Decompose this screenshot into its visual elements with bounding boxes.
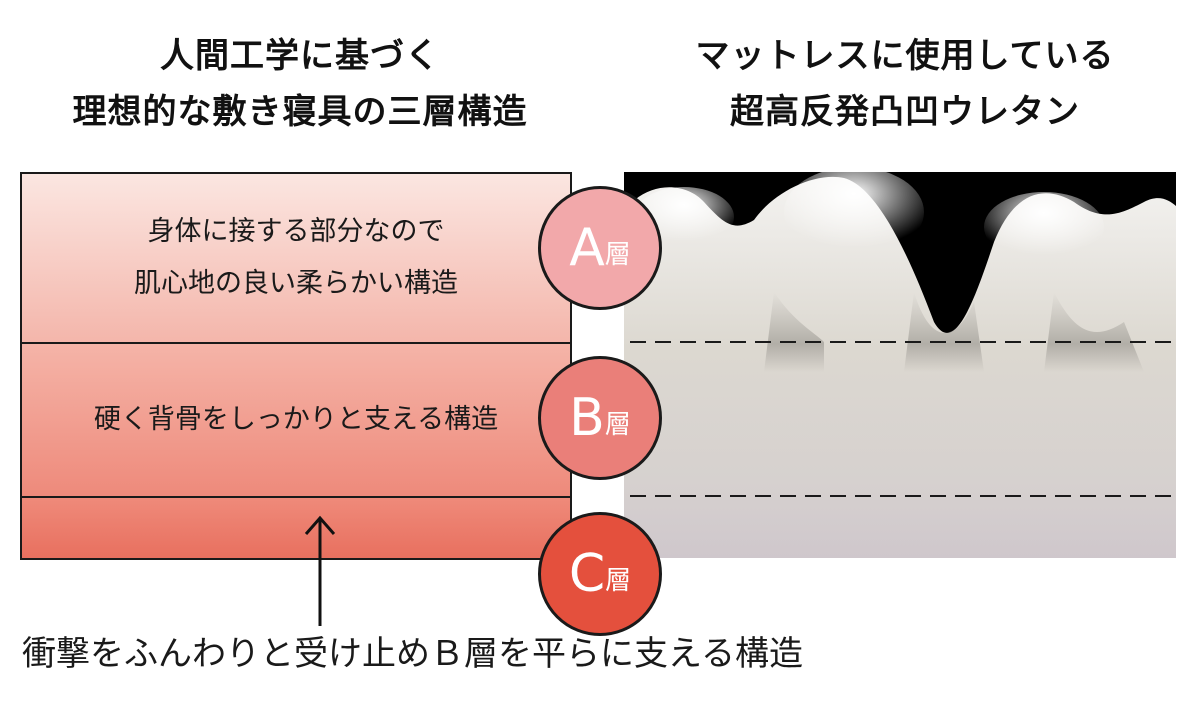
right-heading-line-2: 超高反発凸凹ウレタン (730, 92, 1080, 132)
right-heading: マットレスに使用している 超高反発凸凹ウレタン (620, 28, 1190, 140)
foam-valley-shadow-mid (904, 292, 984, 372)
layer-c-badge-suffix: 層 (605, 566, 632, 596)
up-arrow-icon (304, 515, 336, 626)
foam-peak-highlight (984, 192, 1104, 262)
right-heading-line-1: マットレスに使用している (695, 36, 1115, 76)
foam-photo (624, 172, 1176, 558)
foam-peak-highlight (784, 172, 924, 257)
layer-b-box: 硬く背骨をしっかりと支える構造 (20, 342, 572, 498)
layer-b-badge-letter: B (569, 388, 605, 448)
layer-a-badge-letter: A (569, 218, 605, 278)
left-heading-line-2: 理想的な敷き寝具の三層構造 (72, 92, 528, 132)
layer-c-box (20, 496, 572, 560)
layer-a-badge-suffix: 層 (604, 240, 631, 270)
foam-body (624, 176, 1176, 558)
layer-c-badge-letter: C (568, 544, 606, 604)
left-heading-line-1: 人間工学に基づく (160, 36, 440, 76)
left-heading: 人間工学に基づく 理想的な敷き寝具の三層構造 (20, 28, 580, 140)
foam-valley-shadow-left (764, 292, 824, 372)
layer-a-text-line-1: 身体に接する部分なので (147, 216, 445, 247)
layer-a-text-line-2: 肌心地の良い柔らかい構造 (134, 268, 458, 299)
layer-a-box: 身体に接する部分なので 肌心地の良い柔らかい構造 (20, 172, 572, 344)
layer-c-caption: 衝撃をふんわりと受け止めＢ層を平らに支える構造 (22, 634, 803, 674)
foam-valley-shadow-right (1044, 292, 1144, 372)
layer-b-text-line-1: 硬く背骨をしっかりと支える構造 (93, 404, 499, 435)
layer-b-badge-suffix: 層 (604, 410, 631, 440)
